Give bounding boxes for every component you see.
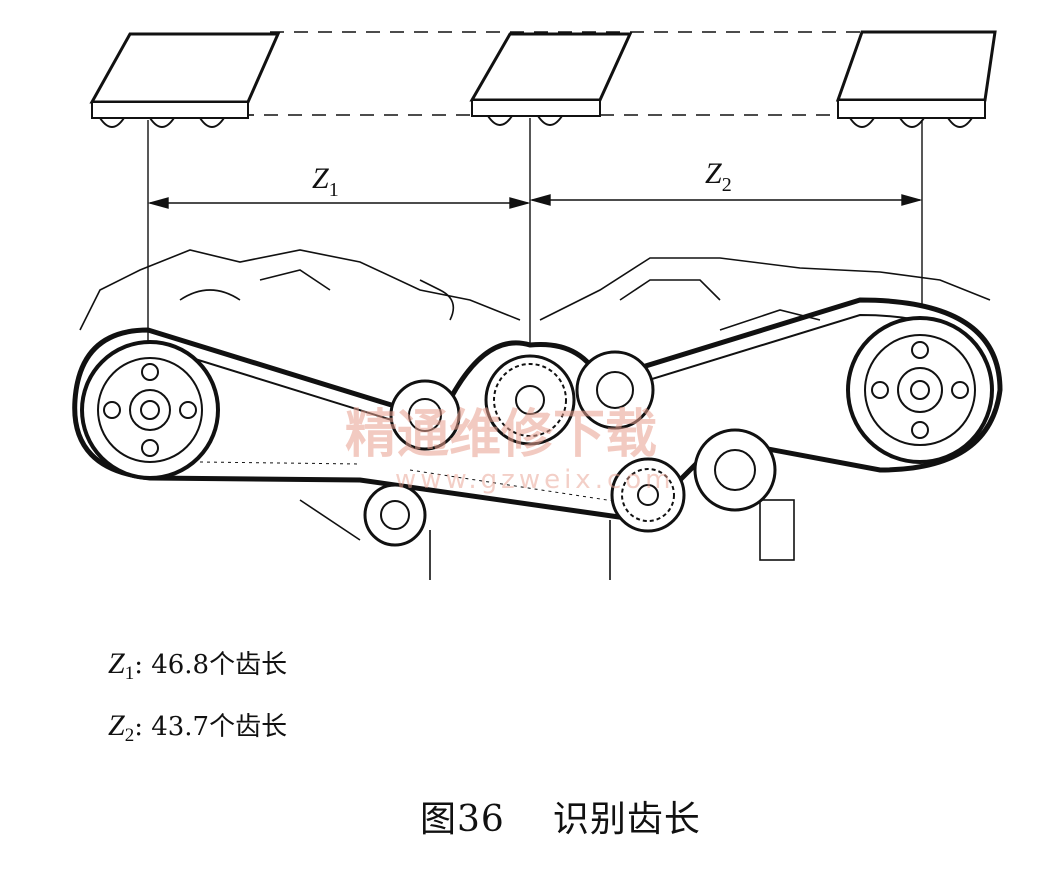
legend-z1-subscript: 1 xyxy=(124,663,135,685)
legend-z1: Z1: 46.8个齿长 xyxy=(108,644,287,685)
watermark-url: www.gzweix.com xyxy=(395,465,675,495)
caption-title: 识别齿长 xyxy=(552,799,701,840)
projection-lines xyxy=(147,118,923,345)
dimension-arrow-z1 xyxy=(147,197,531,209)
dimension-label-z2: Z2 xyxy=(705,157,732,196)
dimension-arrow-z2 xyxy=(529,194,923,206)
left-camshaft-pulley xyxy=(80,340,220,480)
legend-z1-text: : 46.8个齿长 xyxy=(134,650,288,680)
figure-caption: 图36 识别齿长 xyxy=(420,790,701,842)
engine-block-outline xyxy=(79,249,991,580)
belt-section-middle xyxy=(469,32,633,126)
legend-z2-text: : 43.7个齿长 xyxy=(134,712,288,742)
idler-pulleys xyxy=(363,350,777,547)
legend-z2: Z2: 43.7个齿长 xyxy=(108,706,287,747)
legend-z1-letter: Z xyxy=(108,647,125,680)
legend-z2-subscript: 2 xyxy=(124,725,135,747)
crankshaft-sprocket xyxy=(484,354,576,446)
legend-z2-letter: Z xyxy=(108,709,125,742)
belt-section-right xyxy=(835,30,997,128)
timing-belt-diagram: Z1 Z2 精通维修下载 www.gzweix.com xyxy=(72,30,1003,580)
caption-number: 图36 xyxy=(420,799,505,840)
right-camshaft-pulley xyxy=(846,316,994,464)
watermark-text: 精通维修下载 xyxy=(345,404,657,465)
belt-section-left xyxy=(89,32,281,128)
dimension-label-z1: Z1 xyxy=(312,162,339,201)
